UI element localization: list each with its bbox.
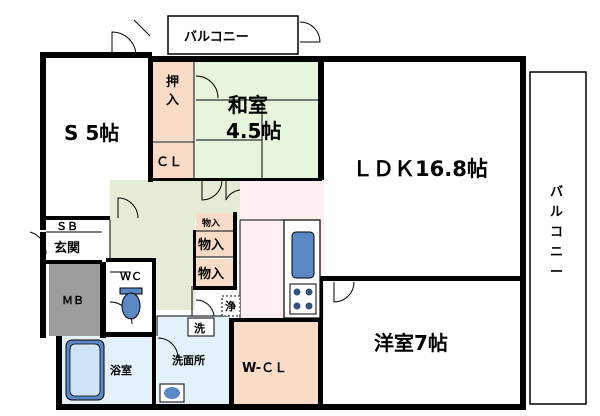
senmenjo-label: 洗面所: [172, 353, 205, 367]
balcony-top-label: バルコニー: [184, 30, 249, 45]
sen-label: 洗: [194, 321, 205, 335]
washitsu-name-label: 和室: [228, 93, 268, 117]
yokushitsu-label: 浴室: [110, 363, 132, 377]
stove: [289, 283, 317, 315]
monoire-2-floor: [196, 259, 234, 287]
washitsu-floor: [195, 61, 320, 179]
oshiire-char: 押: [166, 74, 179, 90]
balcony-right-label: バルコニー: [550, 185, 563, 280]
monoire-small-label: 物入: [202, 217, 220, 229]
balcony-right-char: バ: [550, 185, 563, 200]
monoire-1-label: 物入: [198, 237, 224, 253]
genkan-floor: [46, 232, 102, 262]
balcony-right-char: ー: [550, 265, 563, 280]
cl-label: ＣＬ: [156, 155, 182, 170]
balcony-right-char: コ: [550, 225, 563, 240]
ldk-label: ＬＤＫ16.8帖: [352, 157, 488, 181]
mb-label: ＭＢ: [62, 294, 84, 307]
oshiire-char: 入: [166, 93, 179, 108]
cl-floor: [152, 143, 194, 179]
toilet-bowl: [121, 292, 141, 320]
purifier-box: [221, 295, 241, 317]
balcony-top: [167, 15, 299, 55]
mb-floor: [49, 264, 100, 336]
ldk-floor: [324, 61, 520, 277]
s-room-label: S 5帖: [64, 121, 119, 145]
washitsu-size-label: 4.5帖: [226, 119, 281, 143]
wcl-floor: [234, 322, 318, 408]
jou-label: 浄: [225, 299, 236, 313]
sb-label: ＳＢ: [56, 220, 78, 233]
wcl-label: W-ＣＬ: [242, 361, 287, 376]
monoire-1-floor: [196, 231, 234, 257]
youshitsu-label: 洋室7帖: [374, 331, 448, 355]
wc-label: ＷＣ: [120, 270, 142, 283]
kitchen-sink: [291, 231, 315, 279]
monoire-2-label: 物入: [198, 266, 224, 282]
balcony-right-char: ニ: [550, 245, 563, 260]
oshiire-floor: [152, 61, 194, 141]
oshiire-label: 押入: [166, 74, 179, 108]
washer-space: [187, 317, 215, 337]
monoire-small-floor: [196, 213, 234, 231]
genkan-label: 玄関: [54, 240, 80, 256]
balcony-right-char: ル: [550, 205, 563, 220]
balcony-right: [529, 71, 587, 405]
